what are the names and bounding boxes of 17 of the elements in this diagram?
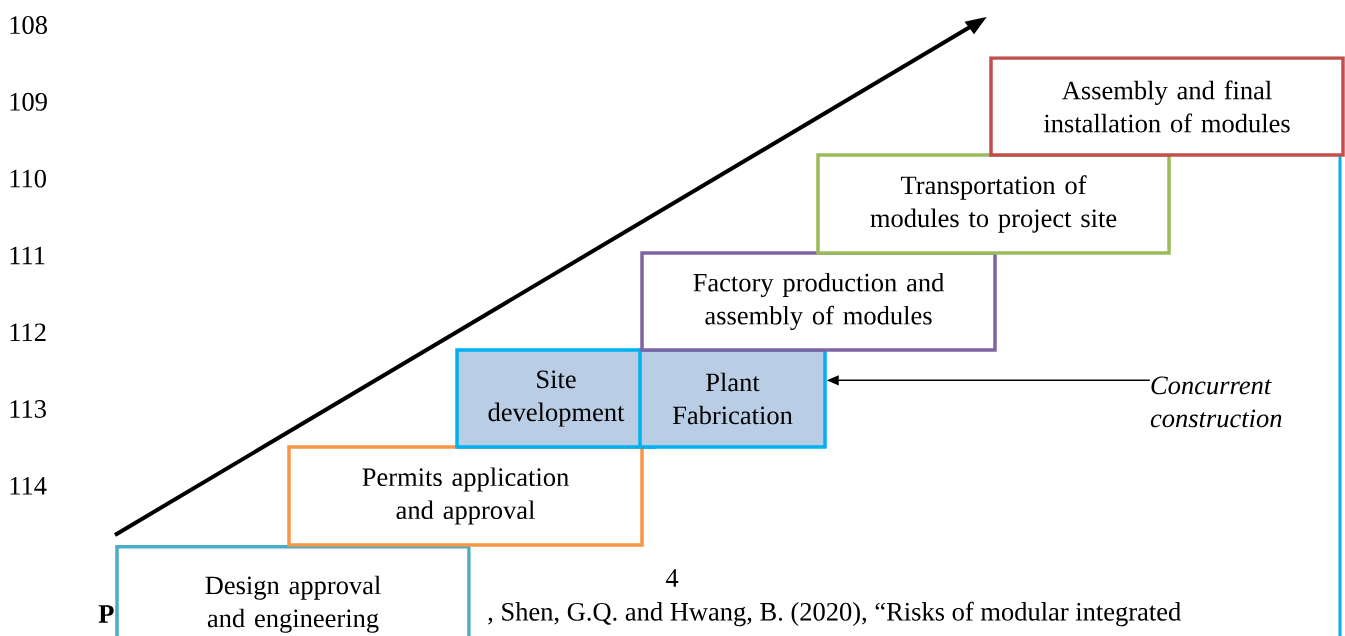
process-box: Assembly and final installation of modules [989,56,1345,157]
process-box: Factory production and assembly of modules [640,251,997,352]
footer-text: , Shen, G.Q. and Hwang, B. (2020), “Risks of modular integrated [488,601,1181,627]
line-number: 114 [10,477,47,495]
annotation-text: Concurrent construction [1150,376,1282,428]
process-box: Site development [455,348,657,449]
page-number: 4 [665,569,679,587]
line-number: 113 [10,400,46,418]
line-number: 111 [10,246,45,265]
line-number: 110 [10,169,46,188]
line-number: 112 [10,323,46,341]
line-number: 108 [10,16,47,34]
line-number: 109 [10,92,47,111]
process-box: Design approval and engineering [115,545,471,636]
process-box: Plant Fabrication [638,348,827,449]
process-box: Permits application and approval [287,445,644,547]
process-box: Transportation of modules to project site [816,153,1171,255]
